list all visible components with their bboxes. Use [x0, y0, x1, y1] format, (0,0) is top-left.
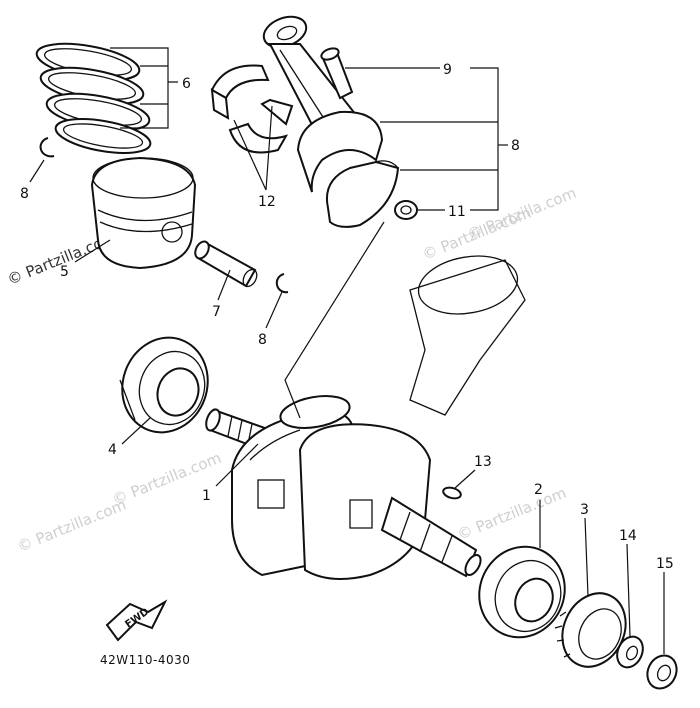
callout-3: 3: [580, 502, 589, 518]
rod-nut: [394, 200, 418, 220]
callout-5: 5: [60, 264, 69, 280]
callout-2: 2: [534, 482, 543, 498]
callout-8-right: 8: [258, 332, 267, 348]
bearing-left: [119, 336, 209, 434]
circlip-left: [39, 137, 55, 158]
callout-6: 6: [182, 76, 191, 92]
callout-7: 7: [212, 304, 221, 320]
callout-10: 9: [443, 62, 452, 78]
diagram-code: 42W110-4030: [100, 653, 190, 667]
callout-8-left: 8: [20, 186, 29, 202]
piston: [90, 156, 197, 270]
bearing-right: [478, 545, 566, 639]
callout-1: 1: [202, 488, 211, 504]
watermark-text: © Partzilla.com: [455, 484, 569, 544]
callout-labels: 6 9 8 11 12 8 5 7 8 4 1 13 2 3 14 15: [20, 62, 674, 572]
circlip-right: [275, 273, 289, 294]
callout-14: 14: [619, 528, 637, 544]
timing-gear: [554, 592, 627, 668]
leader-lines: [29, 47, 665, 654]
callout-15: 15: [656, 556, 674, 572]
piston-pin: [194, 240, 258, 288]
callout-4: 4: [108, 442, 117, 458]
rod-bolt: [320, 47, 354, 100]
callout-13: 13: [474, 454, 492, 470]
callout-11: 11: [448, 204, 466, 220]
crankshaft: [205, 255, 526, 580]
fwd-arrow: FWD: [105, 599, 168, 642]
connecting-rod: [262, 15, 400, 228]
callout-12: 12: [258, 194, 276, 210]
bearing-shells: [210, 64, 294, 154]
watermark-text: © Partzilla.com: [15, 496, 129, 556]
washer: [616, 635, 644, 669]
callout-9: 8: [511, 138, 520, 154]
crank-nut: [646, 654, 678, 690]
piston-rings: [35, 42, 152, 154]
woodruff-key: [442, 486, 462, 500]
watermark-text: © Partzilla.com: [465, 184, 579, 244]
